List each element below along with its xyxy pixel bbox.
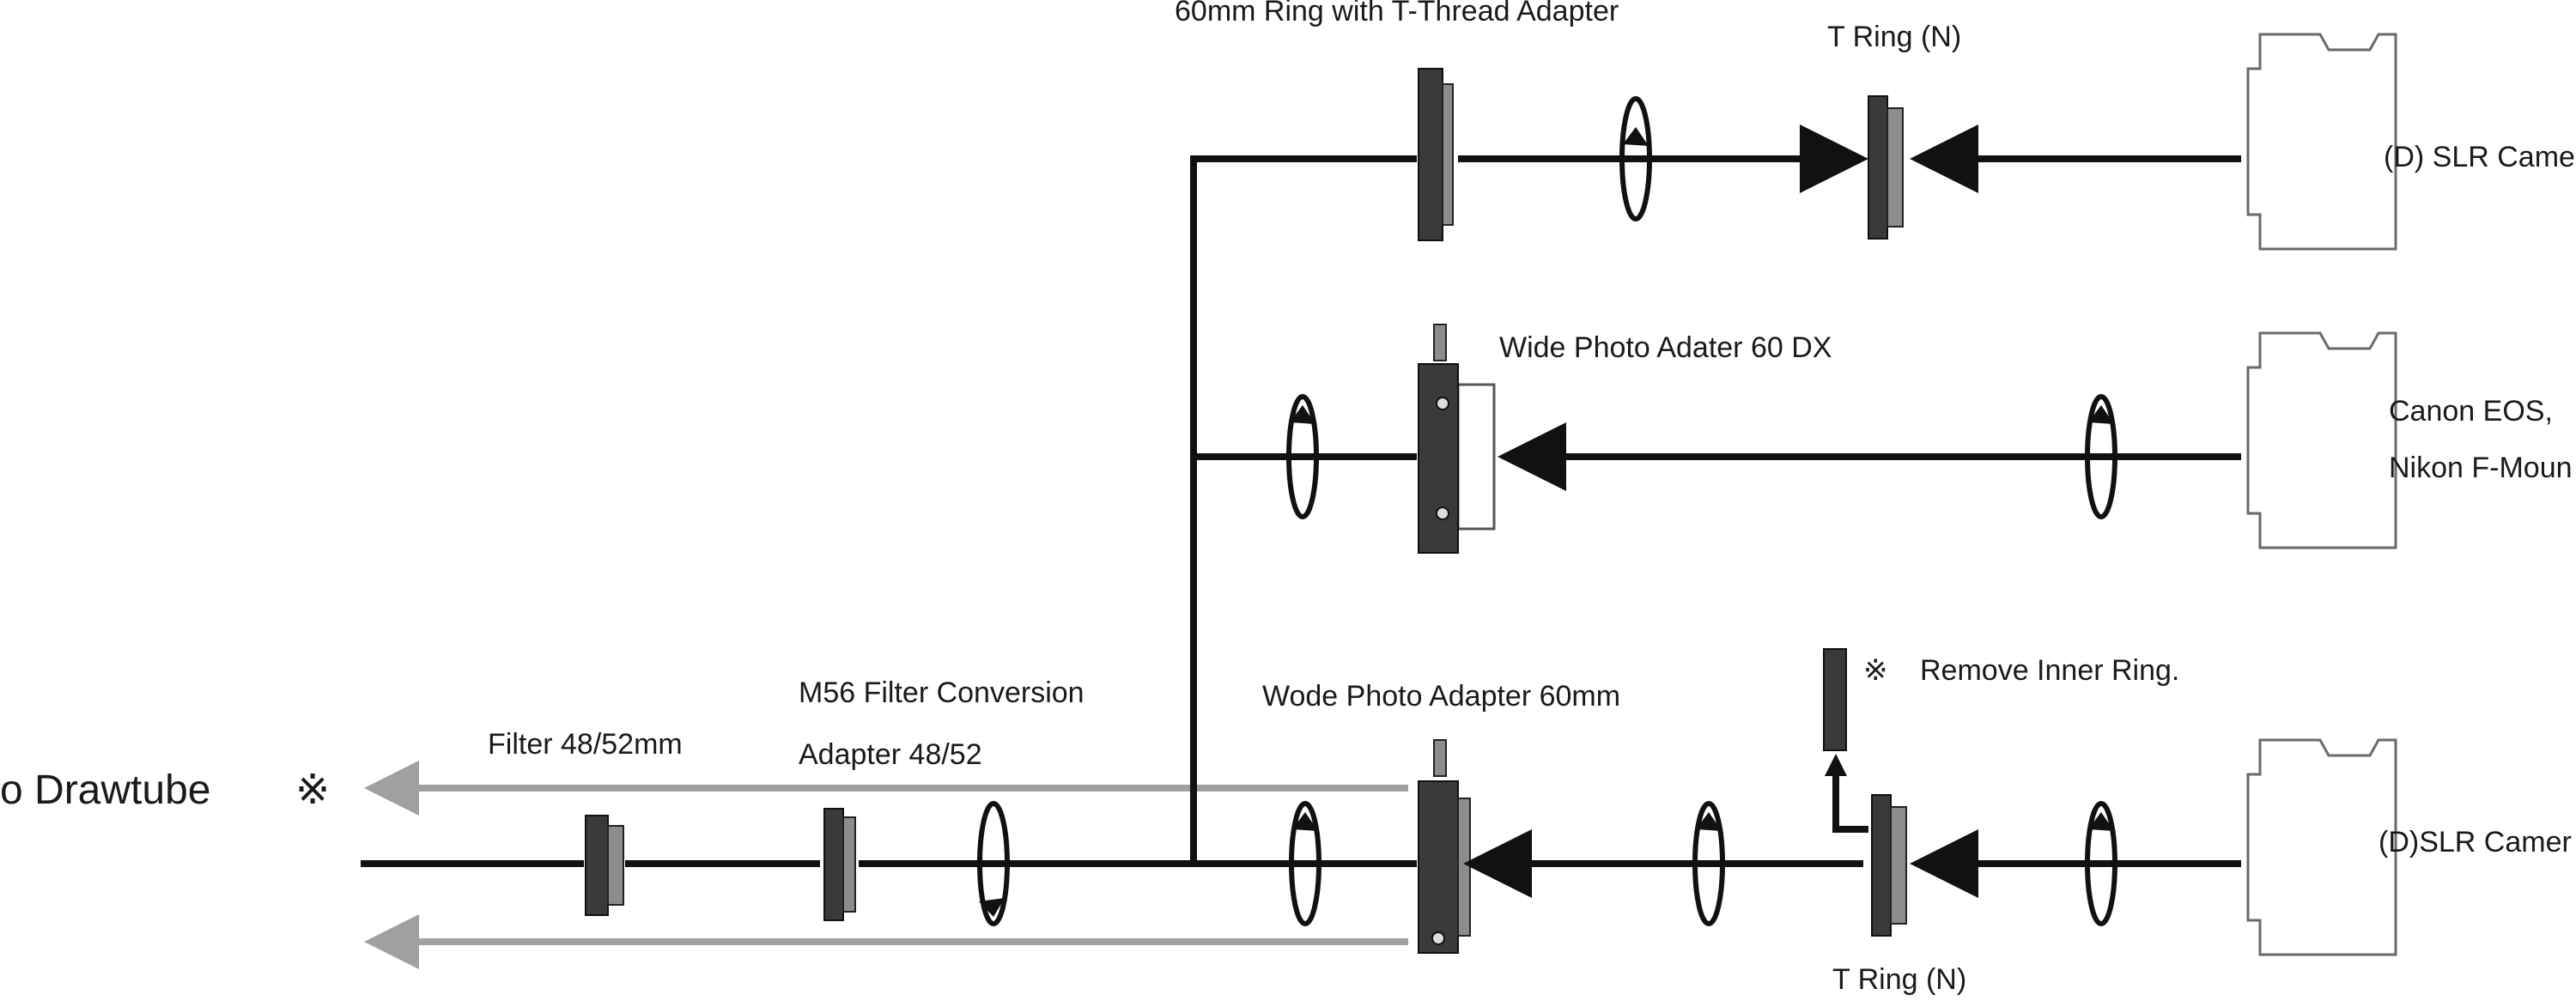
ring60-tthread-part — [1418, 68, 1454, 241]
rotate-icon — [2085, 394, 2117, 519]
filter-48-52-part — [585, 815, 624, 916]
rotate-icon — [2085, 801, 2117, 926]
m56-adapter-part — [823, 808, 856, 921]
m56-label-line2: Adapter 48/52 — [799, 738, 982, 771]
t-ring-bottom-label: T Ring (N) — [1832, 963, 1966, 996]
drawtube-label: o Drawtube — [0, 767, 210, 813]
camera-icon — [2246, 33, 2397, 251]
t-ring-bottom-part — [1871, 794, 1907, 937]
camera-icon — [2246, 738, 2397, 956]
rotate-icon — [1692, 801, 1725, 926]
rotate-icon — [1619, 96, 1652, 221]
rotate-icon — [1289, 801, 1321, 926]
wide-60dx-label: Wide Photo Adater 60 DX — [1499, 331, 1832, 364]
filter-label: Filter 48/52mm — [488, 728, 683, 761]
drawtube-note-mark: ※ — [295, 767, 330, 813]
t-ring-top-label: T Ring (N) — [1827, 21, 1961, 53]
branch-trunk — [1190, 155, 1417, 867]
wode-60mm-label: Wode Photo Adapter 60mm — [1262, 680, 1620, 713]
t-ring-top-part — [1868, 95, 1904, 240]
m56-label-line1: M56 Filter Conversion — [799, 676, 1084, 709]
rotate-icon — [1286, 394, 1319, 519]
rotate-icon — [977, 801, 1010, 926]
slr-bottom-label: (D)SLR Camer — [2379, 826, 2572, 858]
wide-photo-adapter-60dx-part — [1418, 324, 1496, 554]
remove-inner-note-mark: ※ — [1863, 654, 1888, 687]
wode-photo-adapter-part — [1418, 739, 1471, 954]
inner-ring-part — [1823, 648, 1847, 751]
nikon-label: Nikon F-Moun — [2389, 452, 2573, 484]
canon-label: Canon EOS, — [2389, 395, 2553, 428]
camera-icon — [2246, 331, 2397, 549]
ring60-tthread-label: 60mm Ring with T-Thread Adapter — [1175, 0, 1619, 27]
remove-inner-label: Remove Inner Ring. — [1920, 654, 2179, 687]
remove-inner-ring-arrow — [1825, 754, 1868, 833]
slr-top-label: (D) SLR Came — [2384, 141, 2575, 173]
